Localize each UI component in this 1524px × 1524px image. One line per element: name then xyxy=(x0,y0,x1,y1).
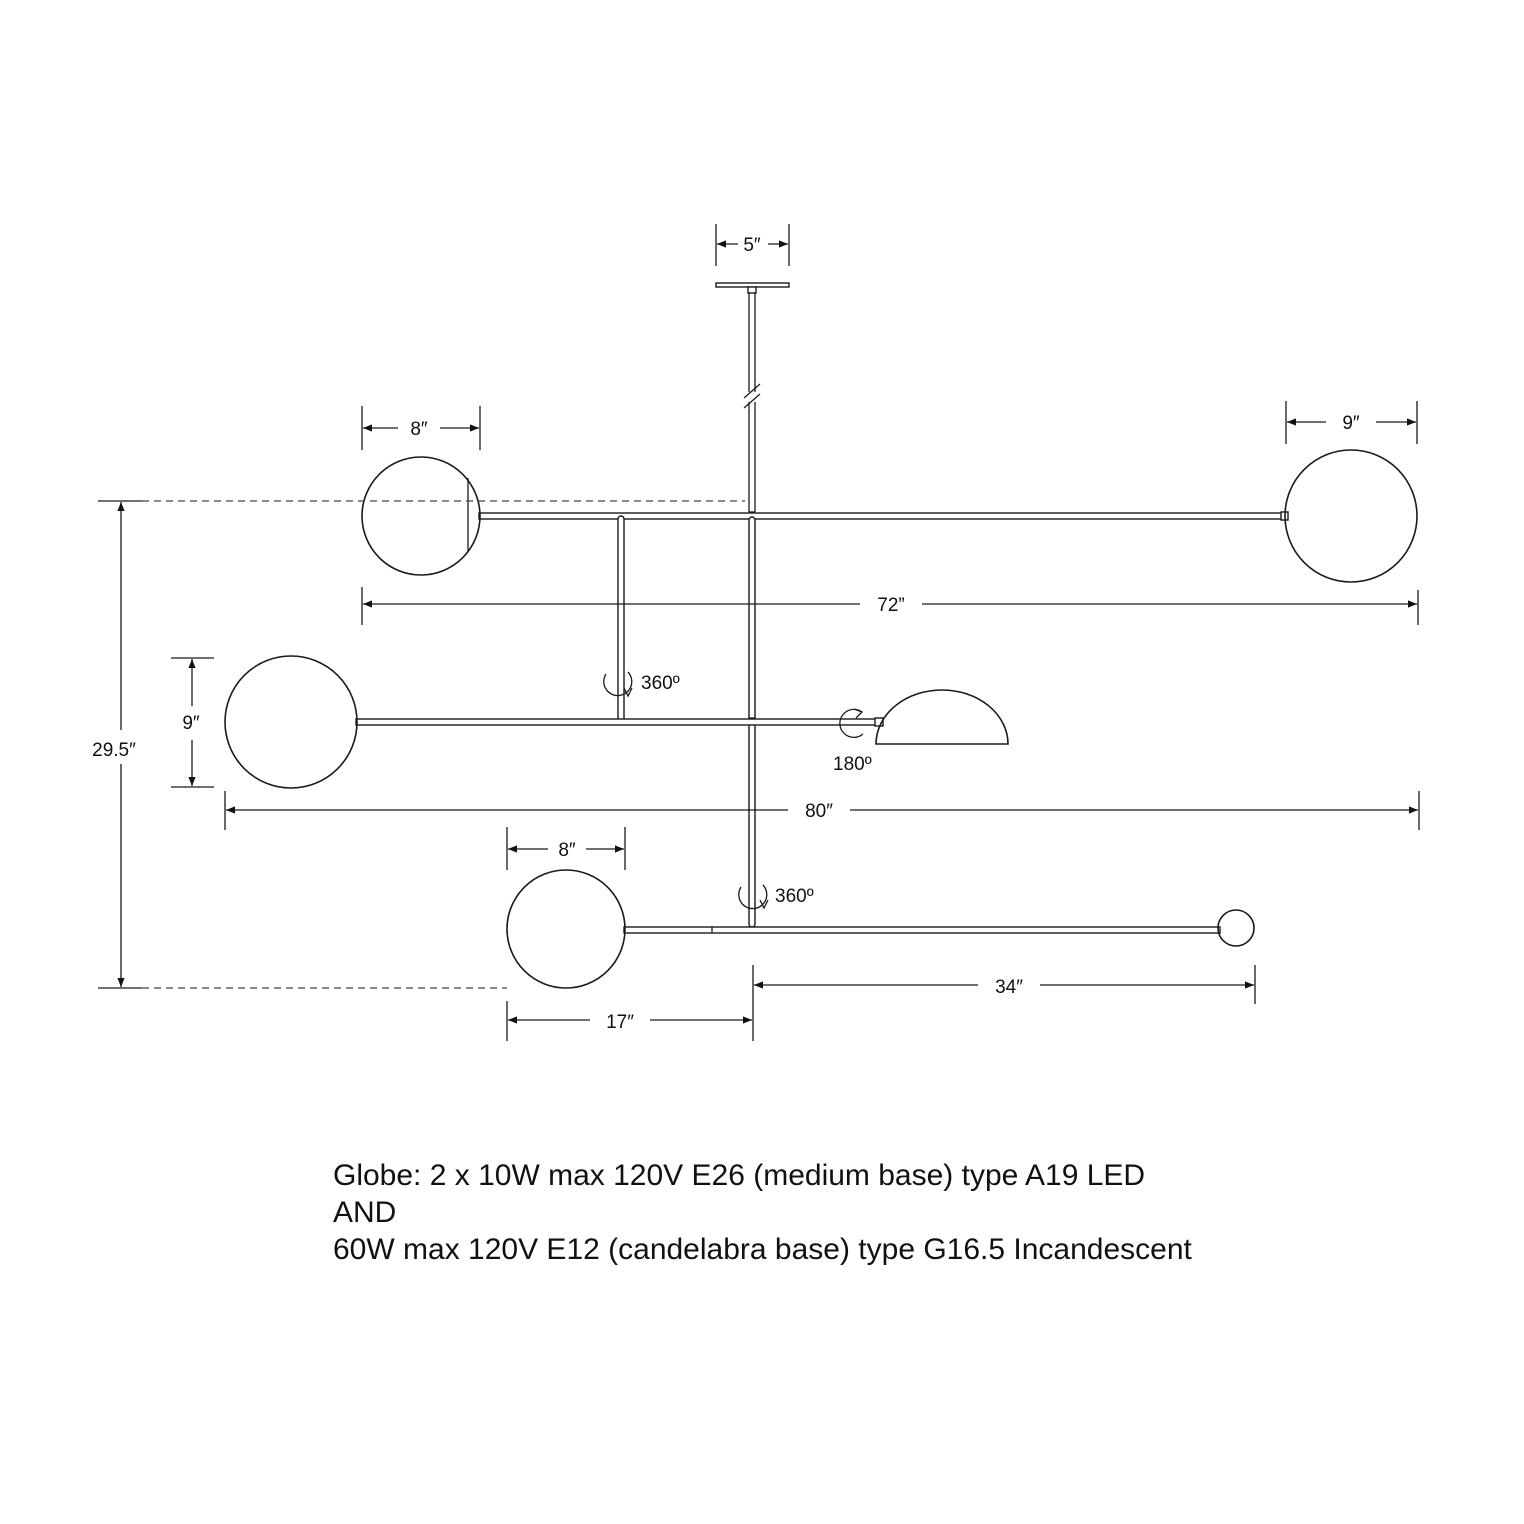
middle-arm xyxy=(355,717,884,727)
globe-middle-left xyxy=(224,655,358,789)
dimension-canopy-width xyxy=(715,224,790,266)
dimension-label-canopy: 5″ xyxy=(743,235,761,256)
dimension-label-overall-height: 29.5″ xyxy=(92,740,136,761)
dimension-globe-top-left xyxy=(361,406,481,450)
dimension-label-middle-span: 80″ xyxy=(805,801,833,822)
dimension-label-bottom-right-span: 34″ xyxy=(995,977,1023,998)
globe-small-candelabra xyxy=(1217,909,1255,947)
rotation-label-shade: 180º xyxy=(833,754,872,775)
globe-top-right xyxy=(1284,449,1418,583)
stem xyxy=(743,293,761,513)
secondary-down-rod xyxy=(617,515,625,723)
rotation-label-lower: 360º xyxy=(775,886,814,907)
bottom-arm xyxy=(623,926,1221,934)
dimension-globe-middle-left xyxy=(171,657,214,788)
dimension-label-globe-middle-left: 9″ xyxy=(182,713,200,734)
top-arm xyxy=(478,511,1289,521)
dimension-label-globe-bottom-left: 8″ xyxy=(558,840,576,861)
dome-shade xyxy=(875,689,1009,745)
rotate-icon xyxy=(603,671,633,698)
bulb-specification: Globe: 2 x 10W max 120V E26 (medium base… xyxy=(333,1157,1192,1268)
rotate-icon xyxy=(839,708,864,739)
dimension-overall-height xyxy=(98,500,745,989)
spec-line-and: AND xyxy=(333,1196,397,1229)
dimension-globe-top-right xyxy=(1285,401,1418,444)
rotation-label-upper: 360º xyxy=(641,673,680,694)
dimension-bottom-left-span xyxy=(506,1001,752,1041)
dimension-top-span xyxy=(361,587,1419,625)
dimension-label-globe-top-left: 8″ xyxy=(410,419,428,440)
globe-top-left xyxy=(361,456,481,576)
spec-line-globe: Globe: 2 x 10W max 120V E26 (medium base… xyxy=(333,1159,1146,1192)
dimension-label-globe-top-right: 9″ xyxy=(1342,413,1360,434)
dimension-middle-span xyxy=(224,791,1420,830)
dimension-globe-bottom-left xyxy=(506,827,626,870)
dimension-bottom-right-span xyxy=(752,965,1256,1041)
canopy xyxy=(715,282,790,294)
rotate-icon xyxy=(738,884,769,910)
globe-bottom-left xyxy=(506,869,626,989)
spec-line-candelabra: 60W max 120V E12 (candelabra base) type … xyxy=(333,1233,1192,1266)
dimension-label-bottom-left-span: 17″ xyxy=(606,1012,634,1033)
dimension-label-top-span: 72” xyxy=(877,595,904,616)
